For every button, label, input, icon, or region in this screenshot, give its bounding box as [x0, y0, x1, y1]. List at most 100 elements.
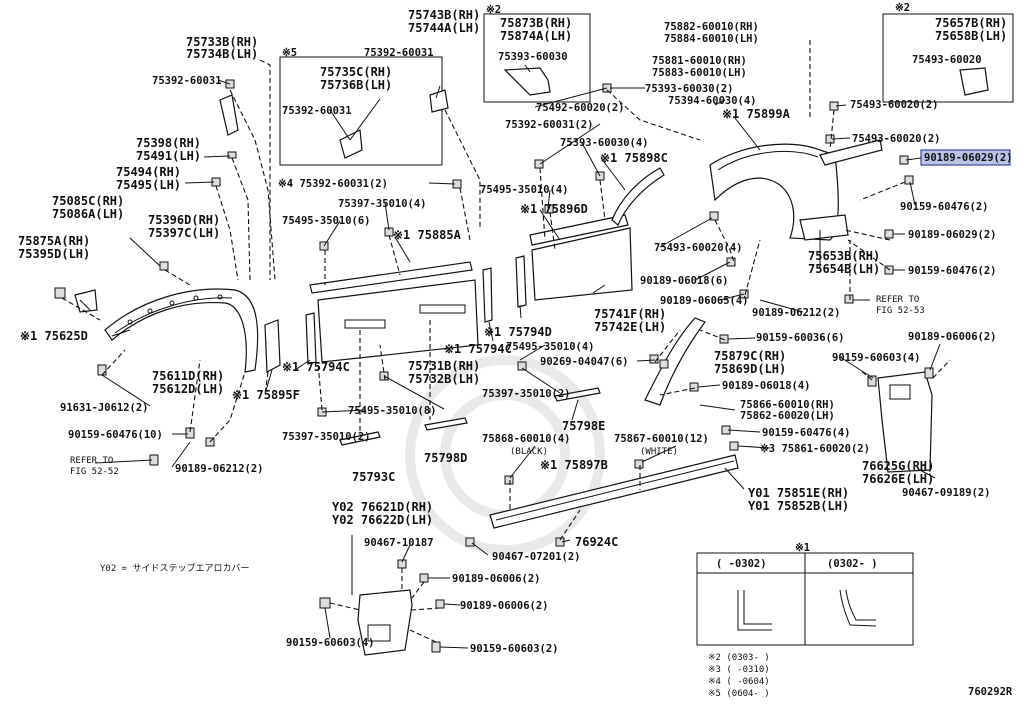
small-strip-75798e[interactable]: [554, 387, 601, 402]
label-90467-b: 90467-09189(2): [902, 487, 991, 499]
label-75398: 75398(RH): [136, 136, 201, 150]
label-75733b: 75733B(RH): [186, 35, 258, 49]
door-strips[interactable]: [305, 267, 493, 446]
legend-note3: ※3 ( -0310): [708, 665, 770, 675]
label-90189-a: 90189-06212(2): [175, 463, 264, 475]
label-75612d: 75612D(LH): [152, 382, 224, 396]
label-75495-d: 75495-35010(4): [506, 341, 595, 353]
pillar-strip-75794d[interactable]: [515, 255, 527, 308]
label-90189-j: 90189-06006(2): [460, 600, 549, 612]
label-75085c: 75085C(RH): [52, 194, 124, 208]
label-90467-a: 90467-07201(2): [492, 551, 581, 563]
label-75874a: 75874A(LH): [500, 29, 572, 43]
bottom-dashed-leaders: [329, 568, 441, 643]
label-75654b: 75654B(LH): [808, 262, 880, 276]
bracket-75743b[interactable]: [429, 89, 449, 113]
label-76626e: 76626E(LH): [862, 472, 934, 486]
label-75393-a: 75393-60030: [498, 51, 568, 63]
label-75861: ※3 75861-60020(2): [760, 443, 870, 455]
label-75732b: 75732B(LH): [408, 372, 480, 386]
label-75493-d: 75493-60020(2): [852, 133, 941, 145]
pillar-75879c[interactable]: [644, 317, 706, 406]
label-75873b: 75873B(RH): [500, 16, 572, 30]
label-75794c-1: ※1 75794C: [282, 360, 350, 374]
mudflap-76621d[interactable]: [351, 535, 413, 656]
legend-note4: ※4 ( -0604): [708, 677, 770, 687]
box-note5: [279, 56, 443, 166]
label-90159-d: 90159-60036(6): [756, 332, 845, 344]
label-75397-b: 75397-35010(2): [282, 431, 371, 443]
label-75392-c: 75392-60031: [282, 105, 352, 117]
upper-bracket-75733b[interactable]: [219, 94, 239, 136]
mudflap-76625g[interactable]: [867, 367, 934, 473]
label-refer1b: FIG 52-52: [70, 467, 119, 477]
label-75731b: 75731B(RH): [408, 359, 480, 373]
label-75397-a: 75397-35010(4): [338, 198, 427, 210]
label-75798d: 75798D: [424, 451, 467, 465]
label-76924c: 76924C: [575, 535, 618, 549]
label-white: (WHITE): [640, 447, 678, 457]
label-90189-f: 90189-06029(2): [908, 229, 997, 241]
label-75395d: 75395D(LH): [18, 247, 90, 261]
label-75898c: ※1 75898C: [600, 151, 668, 165]
rear-door-molding-75896d[interactable]: [529, 214, 633, 301]
legend-col2: (0302- ): [827, 558, 878, 570]
left-dashed-leaders: [61, 89, 276, 443]
label-75794c-2: ※1 75794C: [444, 342, 512, 356]
legend-text: ※1 ( -0302) (0302- ) ※2 (0303- ) ※3 ( -0…: [708, 542, 1013, 699]
label-75868: 75868-60010(4): [482, 433, 571, 445]
label-75851e: Y01 75851E(RH): [748, 486, 849, 500]
label-note2a: ※2: [486, 4, 501, 16]
label-75495-b: 75495-35010(8): [348, 405, 437, 417]
box-note2b: [882, 13, 1014, 103]
label-75494: 75494(RH): [116, 165, 181, 179]
label-90269: 90269-04047(6): [540, 356, 629, 368]
label-75734b: 75734B(LH): [186, 47, 258, 61]
label-note5: ※5: [282, 47, 297, 59]
label-75881: 75881-60010(RH): [652, 55, 747, 67]
label-75869d: 75869D(LH): [714, 362, 786, 376]
label-90189-h: 90189-06006(2): [908, 331, 997, 343]
label-black: (BLACK): [510, 447, 548, 457]
label-75895f: ※1 75895F: [232, 388, 300, 402]
label-75394: 75394-60030(4): [668, 95, 757, 107]
box-note2a: [483, 13, 591, 103]
label-75492: 75492-60020(2): [536, 102, 625, 114]
front-door-molding-75885a[interactable]: [309, 261, 479, 363]
label-75495: 75495(LH): [116, 178, 181, 192]
label-90467-c: 90467-10187: [364, 537, 434, 549]
solid-leaders: [79, 64, 941, 649]
label-75852b: Y01 75852B(LH): [748, 499, 849, 513]
center-right-dashed-leaders: [509, 89, 701, 541]
quarter-molding-75898c[interactable]: [611, 167, 665, 226]
legend-note2: ※2 (0303- ): [708, 653, 770, 663]
label-90189-b: 90189-06018(6): [640, 275, 729, 287]
rear-fender-trim-75653b[interactable]: [819, 139, 883, 166]
label-75611d: 75611D(RH): [152, 369, 224, 383]
highlight-90189-06029[interactable]: [920, 149, 1011, 166]
label-90159-e: 90159-60476(4): [762, 427, 851, 439]
label-75393-b: 75393-60030(4): [560, 137, 649, 149]
label-75392-d: ※4 75392-60031(2): [278, 178, 388, 190]
label-75657b: 75657B(RH): [935, 16, 1007, 30]
rocker-molding-75851e[interactable]: [489, 454, 739, 529]
label-75625d: ※1 75625D: [20, 329, 88, 343]
label-note2b: ※2: [895, 2, 910, 14]
label-75794d: ※1 75794D: [484, 325, 552, 339]
label-90189-i: 90189-06006(2): [452, 573, 541, 585]
label-75392-e: 75392-60031(2): [505, 119, 594, 131]
y02-note: Y02 = サイドステップエアロカバー: [100, 563, 250, 574]
label-75866: 75866-60010(RH): [740, 399, 835, 411]
label-75493-a: 75493-60020(4): [654, 242, 743, 254]
label-76625g: 76625G(RH): [862, 459, 934, 473]
label-90189-g: 90189-06018(4): [722, 380, 811, 392]
label-90189-d: 90189-06212(2): [752, 307, 841, 319]
fender-mudguard-75895f[interactable]: [264, 319, 281, 373]
label-75885a: ※1 75885A: [393, 228, 462, 242]
label-75896d: ※1 75896D: [520, 202, 588, 216]
rear-fender-flare-75899a[interactable]: [709, 143, 849, 241]
label-75392-b: 75392-60031: [364, 47, 434, 59]
legend-title: ※1: [795, 542, 810, 554]
label-75397-d: 75397-35010(2): [482, 388, 571, 400]
